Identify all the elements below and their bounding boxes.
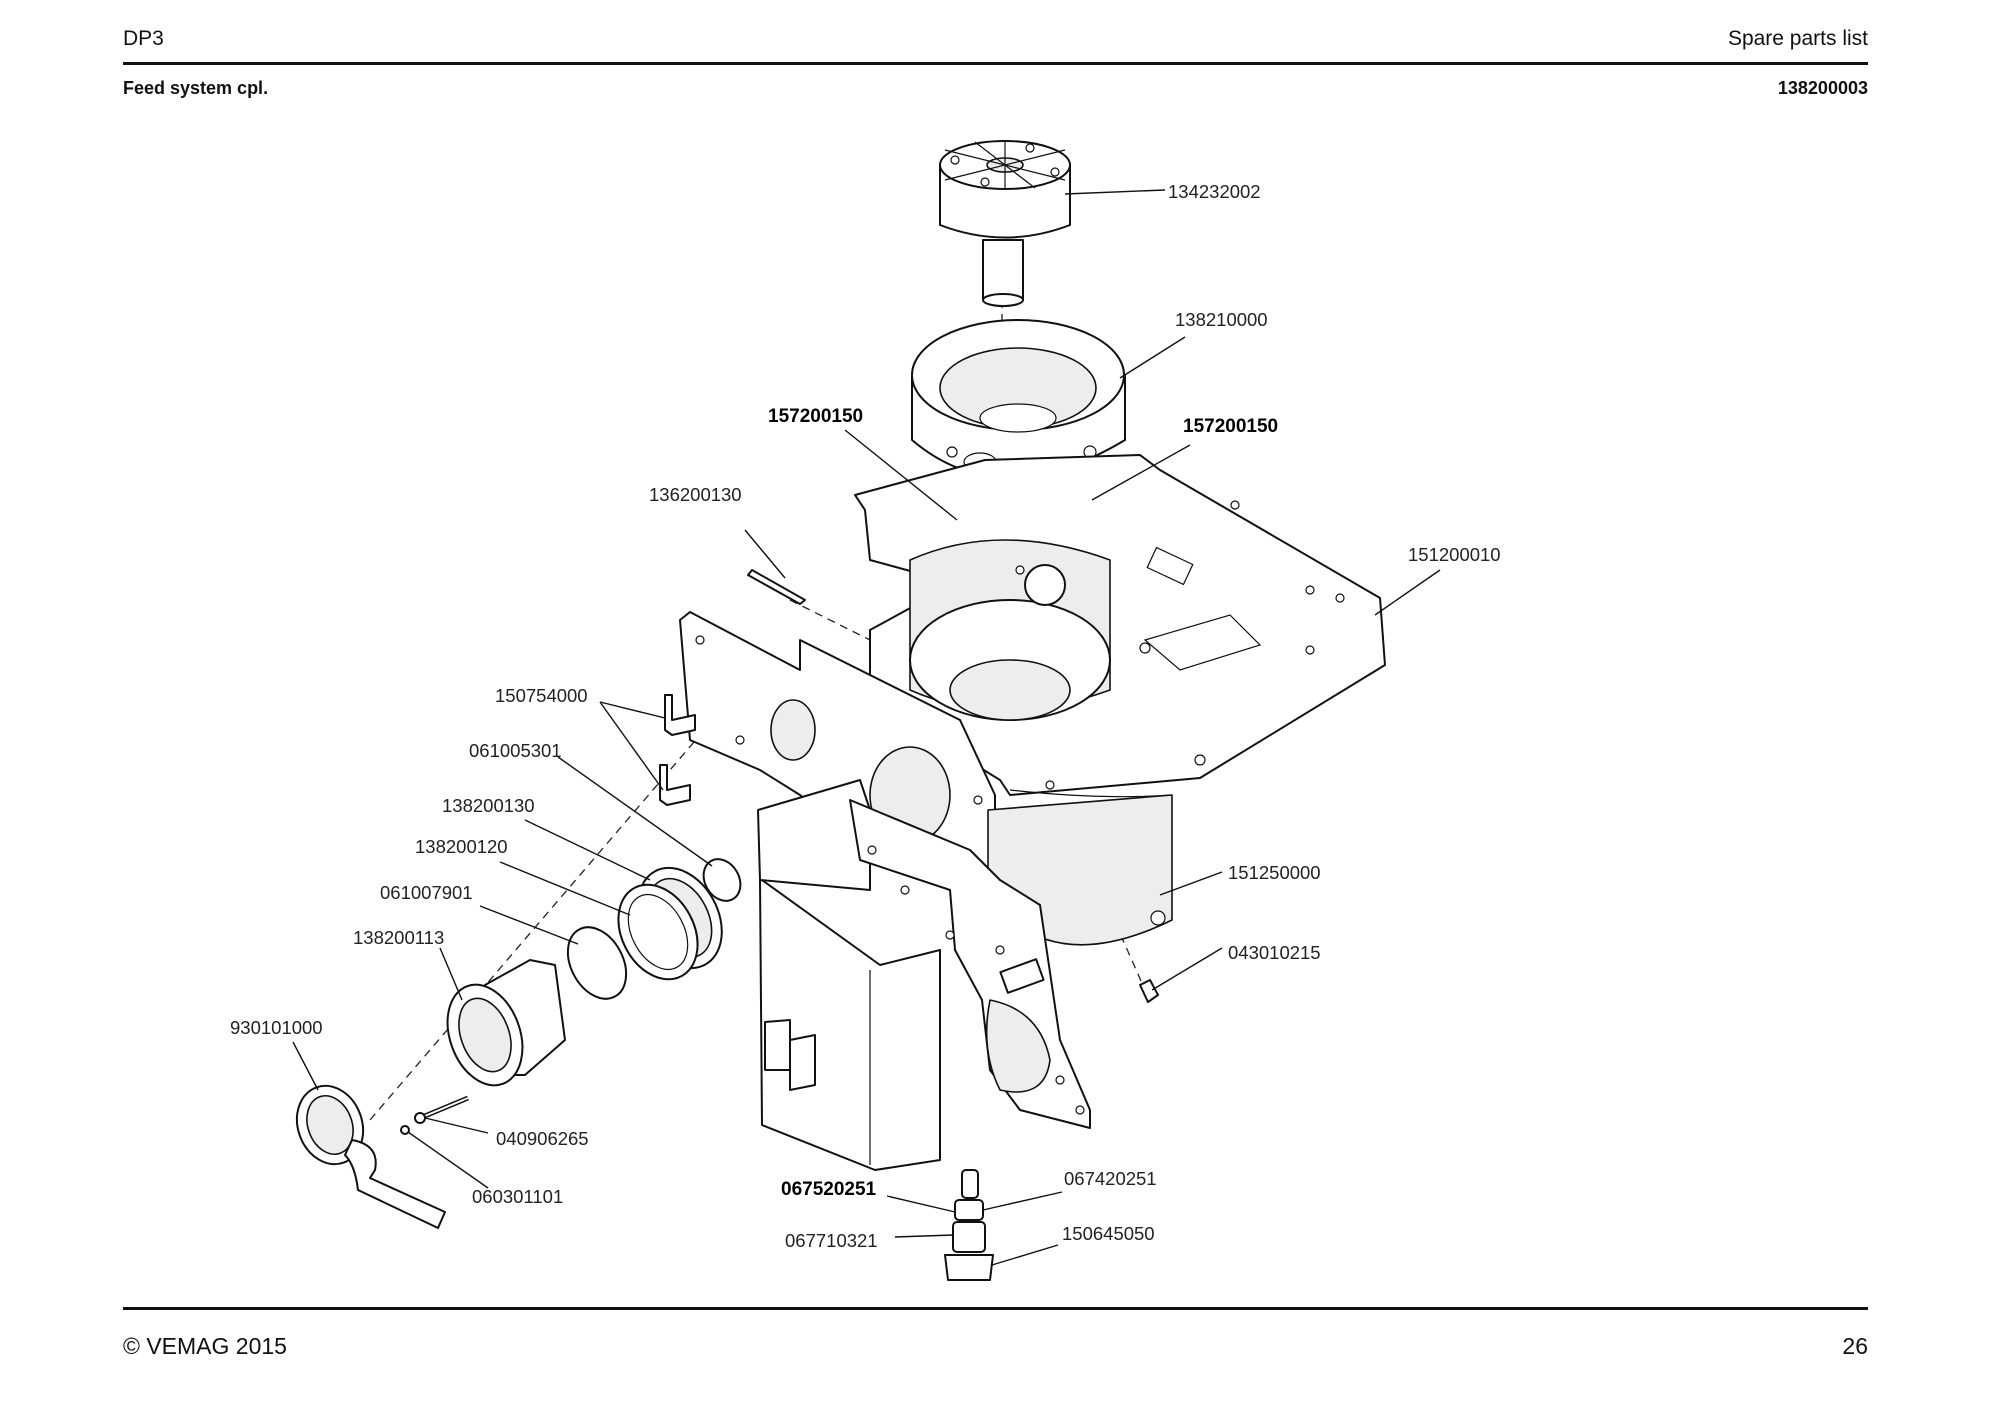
part-label: 138200120 <box>415 836 508 857</box>
assembly-number: 138200003 <box>1777 78 1868 98</box>
small-o-ring-part <box>702 858 742 902</box>
part-label: 138200113 <box>353 927 444 948</box>
part-label: 151200010 <box>1408 544 1501 565</box>
part-label: 157200150 <box>768 406 863 427</box>
part-label: 151250000 <box>1228 862 1321 883</box>
part-label: 067420251 <box>1064 1168 1157 1189</box>
document-type: Spare parts list <box>1727 27 1868 50</box>
part-label: 150754000 <box>495 685 588 706</box>
header-rule <box>123 62 1868 65</box>
screw-and-washer <box>400 1095 469 1135</box>
part-label: 930101000 <box>230 1017 323 1038</box>
rotor-part <box>939 140 1071 307</box>
part-label: 138200130 <box>442 795 535 816</box>
flange-gaskets <box>617 866 723 981</box>
part-label: 040906265 <box>496 1128 589 1149</box>
part-label: 067710321 <box>785 1230 878 1251</box>
footer-rule <box>123 1307 1868 1310</box>
part-label: 060301101 <box>472 1186 563 1207</box>
part-label: 157200150 <box>1183 416 1278 437</box>
plug-part <box>1139 979 1159 1003</box>
valve-stack-part <box>944 1169 994 1281</box>
document-code: DP3 <box>123 27 164 50</box>
drive-box-part <box>757 779 941 1171</box>
assembly-title: Feed system cpl. <box>123 78 269 98</box>
part-label: 061007901 <box>380 882 473 903</box>
mounting-bracket-part <box>849 799 1091 1129</box>
part-label: 138210000 <box>1175 309 1268 330</box>
crank-handle-part <box>295 1084 446 1229</box>
frame-plate-part <box>854 454 1386 796</box>
part-label: 150645050 <box>1062 1223 1155 1244</box>
leader-lines <box>292 189 1441 1266</box>
elbow-fittings <box>659 694 696 806</box>
cotter-pin-part <box>747 569 806 605</box>
part-label: 134232002 <box>1168 181 1261 202</box>
part-label: 067520251 <box>781 1179 877 1200</box>
page-number: 26 <box>1842 1333 1868 1359</box>
part-label: 136200130 <box>649 484 742 505</box>
part-label: 043010215 <box>1228 942 1321 963</box>
part-label: 061005301 <box>469 740 562 761</box>
hopper-ring-part <box>911 319 1126 479</box>
bearing-housing-part <box>446 959 566 1087</box>
large-o-ring-part <box>566 926 628 1000</box>
part-number-labels: 134232002 138210000 157200150 157200150 … <box>230 181 1501 1251</box>
copyright-text: © VEMAG 2015 <box>123 1333 287 1359</box>
